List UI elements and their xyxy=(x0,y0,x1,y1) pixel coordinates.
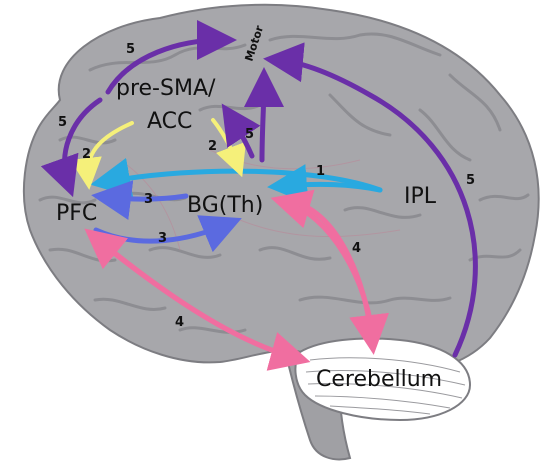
number-label-5-left: 5 xyxy=(58,115,67,130)
label-cerebellum: Cerebellum xyxy=(316,367,442,392)
number-label-4-left: 4 xyxy=(175,315,184,330)
pathway-2-acc-to-pfc xyxy=(69,121,134,190)
pathway-5-motor-to-pfc xyxy=(40,97,103,198)
cortical-folds xyxy=(38,32,530,334)
number-label-3-top: 3 xyxy=(144,192,153,207)
pathway-1-arrows xyxy=(90,157,383,204)
pathway-3-bg-to-pfc xyxy=(91,180,189,220)
pathway-5-pfc-to-motor xyxy=(105,20,237,95)
number-label-5-right: 5 xyxy=(466,173,475,188)
label-acc: ACC xyxy=(147,109,192,134)
number-label-5-top: 5 xyxy=(126,42,135,57)
region-labels: pre-SMA/ Motor ACC PFC BG(Th) IPL Cerebe… xyxy=(56,23,442,392)
label-pre-sma: pre-SMA/ xyxy=(116,76,216,101)
pathway-4-bg-to-cerebellum xyxy=(297,201,389,355)
label-pfc: PFC xyxy=(56,201,97,226)
number-label-1: 1 xyxy=(316,164,325,179)
number-label-2-center: 2 xyxy=(208,139,217,154)
number-label-3-bottom: 3 xyxy=(158,231,167,246)
number-label-5-center: 5 xyxy=(245,127,254,142)
pathway-4-cerebellum-to-pfc xyxy=(84,228,299,361)
pathway-5-bg-to-motor xyxy=(243,67,284,163)
number-label-4-right: 4 xyxy=(352,241,361,256)
pathway-1-ipl-to-bg xyxy=(267,164,383,204)
number-label-2-left: 2 xyxy=(82,147,91,162)
pathway-number-labels: 5 5 2 2 5 1 3 3 4 4 5 xyxy=(58,42,475,330)
pathway-5-bg-to-acc xyxy=(221,103,261,159)
pathway-4-arrows xyxy=(84,189,389,371)
label-bg-th: BG(Th) xyxy=(187,193,263,218)
label-ipl: IPL xyxy=(404,184,437,209)
pathway-5-arrows xyxy=(40,20,478,358)
pathway-1-ipl-to-pfc xyxy=(90,157,383,198)
pathway-5-cerebellum-to-motor xyxy=(263,42,478,358)
cerebellum-folia xyxy=(305,357,466,415)
